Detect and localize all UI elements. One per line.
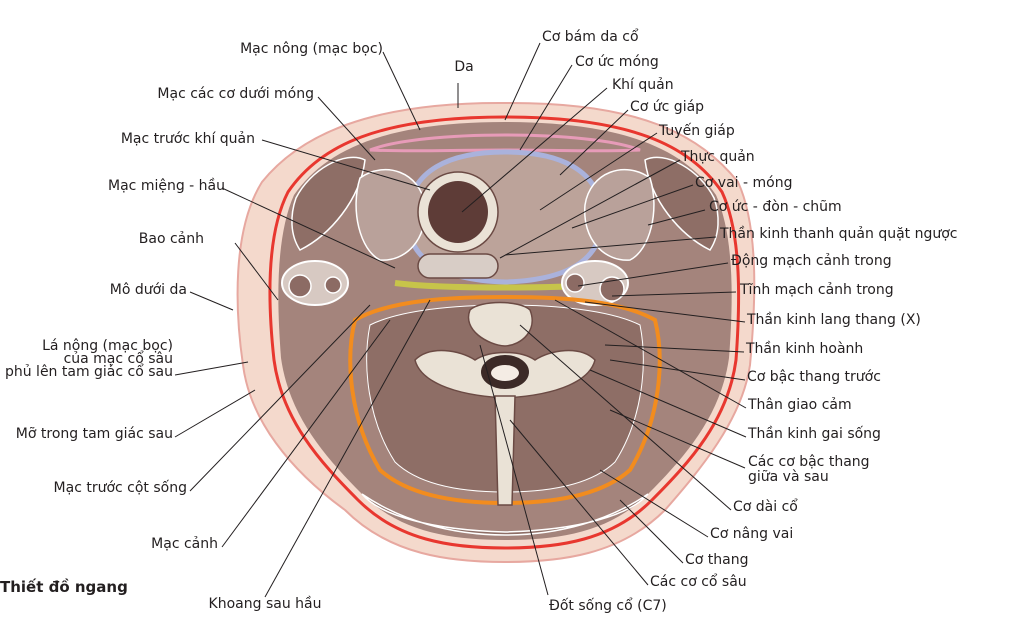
investing-fascia xyxy=(268,115,741,550)
leader-line xyxy=(647,209,706,226)
leader-line xyxy=(519,324,732,511)
trapezius xyxy=(361,493,649,536)
label-infrahyoid-fascia: Mạc các cơ dưới móng xyxy=(157,86,314,102)
label-anterior-scalene: Cơ bậc thang trước xyxy=(747,369,881,385)
label-vagus: Thần kinh lang thang (X) xyxy=(747,312,921,328)
label-sympathetic-trunk: Thân giao cảm xyxy=(748,397,852,413)
leader-line xyxy=(571,184,694,229)
leader-line xyxy=(174,389,256,438)
label-middle-posterior-scalene: Các cơ bậc thang giữa và sau xyxy=(748,455,870,485)
leader-line xyxy=(559,109,629,176)
thyroid-left xyxy=(355,169,426,261)
investing-line-3: phủ lên tam giác cổ sau xyxy=(4,364,173,380)
left-carotid xyxy=(288,274,312,298)
label-omohyoid: Cơ vai - móng xyxy=(695,175,793,191)
leader-line xyxy=(539,132,658,211)
leader-line xyxy=(461,87,608,213)
label-sternocleidomastoid: Cơ ức - đòn - chũm xyxy=(709,199,842,215)
label-platysma: Cơ bám da cổ xyxy=(542,29,639,45)
leader-line xyxy=(509,419,649,586)
label-vertebra: Đốt sống cổ (C7) xyxy=(549,598,667,614)
scalene-line-1: Các cơ bậc thang xyxy=(748,454,870,470)
leader-line xyxy=(264,299,431,598)
label-phrenic: Thần kinh hoành xyxy=(746,341,864,357)
label-pretracheal-fascia: Mạc trước khí quản xyxy=(120,131,255,147)
leader-line xyxy=(499,159,681,259)
label-trapezius: Cơ thang xyxy=(685,552,749,568)
leader-line xyxy=(189,291,234,311)
label-internal-carotid: Động mạch cảnh trong xyxy=(731,253,892,269)
diagram-title: Thiết đồ ngang xyxy=(0,578,128,596)
label-skin: Da xyxy=(454,59,474,75)
label-internal-jugular: Tĩnh mạch cảnh trong xyxy=(740,282,894,298)
right-jugular xyxy=(599,276,625,302)
leader-line xyxy=(189,304,371,492)
leader-line xyxy=(317,96,376,161)
leader-line xyxy=(382,51,421,131)
leader-line xyxy=(599,469,709,538)
leader-line xyxy=(554,299,747,409)
leader-line xyxy=(619,499,684,564)
leader-line xyxy=(234,242,279,301)
label-superficial-fascia: Mạc nông (mạc bọc) xyxy=(240,41,383,57)
label-deep-neck-muscles: Các cơ cổ sâu xyxy=(650,574,747,590)
leader-line xyxy=(221,187,396,269)
label-longus-colli: Cơ dài cổ xyxy=(733,499,798,515)
label-investing-layer: Lá nông (mạc bọc) của mạc cổ sâu phủ lên… xyxy=(4,338,173,380)
leader-line xyxy=(261,139,431,191)
investing-line-2: của mạc cổ sâu xyxy=(63,351,173,367)
leader-line xyxy=(609,409,746,469)
scalene-line-2: giữa và sau xyxy=(748,469,829,485)
leader-line xyxy=(589,369,747,438)
leader-line xyxy=(519,64,573,151)
leader-line xyxy=(584,301,746,323)
label-recurrent-laryngeal: Thần kinh thanh quản quặt ngược xyxy=(720,226,958,242)
label-retropharyngeal-space: Khoang sau hầu xyxy=(208,596,322,612)
leader-line xyxy=(174,361,249,376)
label-prevertebral-fascia: Mạc trước cột sống xyxy=(53,480,187,496)
leader-line xyxy=(609,359,746,381)
leader-line xyxy=(611,291,737,297)
trachea-lumen xyxy=(428,181,488,243)
label-levator-scapulae: Cơ nâng vai xyxy=(710,526,794,542)
right-carotid xyxy=(565,273,585,293)
leader-line xyxy=(604,344,745,353)
leader-line xyxy=(221,319,391,548)
spinous-process xyxy=(494,395,516,506)
label-sternohyoid: Cơ ức móng xyxy=(575,54,659,70)
vertebral-body xyxy=(467,301,533,347)
label-carotid-sheath: Bao cảnh xyxy=(138,231,204,247)
scm-left xyxy=(291,156,366,251)
left-jugular xyxy=(324,276,342,294)
leader-line xyxy=(479,344,549,596)
label-esophagus: Thực quản xyxy=(681,149,755,165)
thyroid-right xyxy=(584,169,655,261)
leader-line xyxy=(577,262,729,287)
infrahyoid-fascia xyxy=(369,133,641,153)
spinal-cord-grey xyxy=(491,365,519,381)
label-thyroid: Tuyến giáp xyxy=(659,123,735,139)
leader-lines xyxy=(174,42,747,598)
leader-line xyxy=(504,236,717,256)
investing-line-1: Lá nông (mạc bọc) xyxy=(42,338,173,354)
label-spinal-nerve: Thần kinh gai sống xyxy=(748,426,881,442)
label-sternothyroid: Cơ ức giáp xyxy=(630,99,705,115)
label-buccopharyngeal-fascia: Mạc miệng - hầu xyxy=(108,178,225,194)
label-trachea: Khí quản xyxy=(612,77,674,93)
scm-right xyxy=(644,156,719,251)
label-carotid-fascia: Mạc cảnh xyxy=(151,536,218,552)
leader-line xyxy=(504,42,541,121)
label-posterior-triangle-fat: Mỡ trong tam giác sau xyxy=(15,426,173,442)
esophagus xyxy=(417,253,499,279)
label-subcutaneous-tissue: Mô dưới da xyxy=(109,282,187,298)
